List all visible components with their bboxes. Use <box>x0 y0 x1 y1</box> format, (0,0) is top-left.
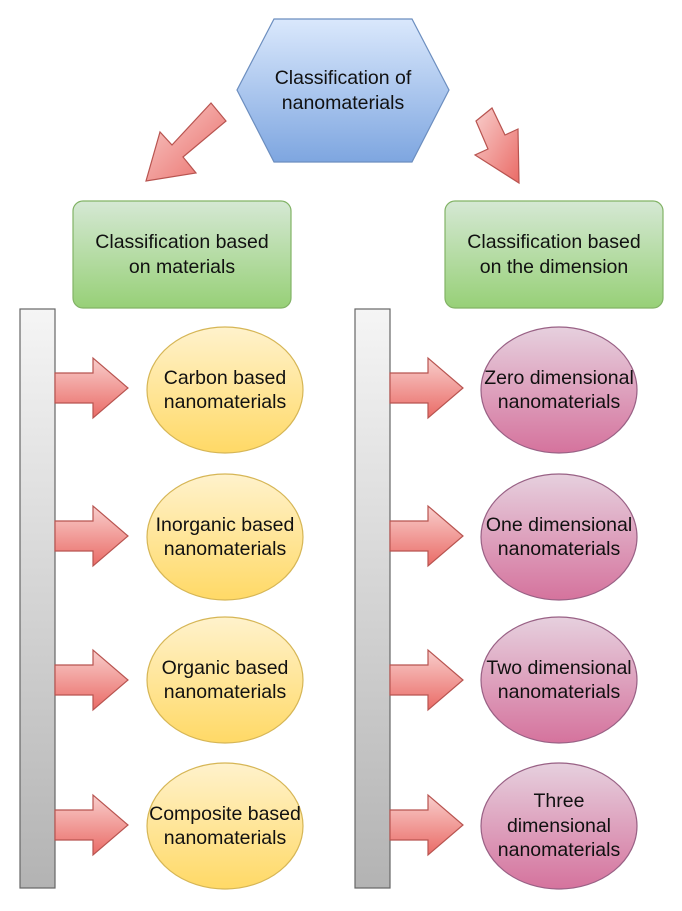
arrow-to-dimension <box>473 107 520 185</box>
item-label-line: Zero dimensional <box>484 366 634 389</box>
arrow-one <box>389 504 464 568</box>
item-label-line: Three <box>533 790 585 813</box>
item-label-line: nanomaterials <box>497 391 621 413</box>
item-label-line: Carbon based <box>163 366 287 389</box>
item-label-line: Two dimensional <box>486 656 632 679</box>
oval-three <box>480 762 638 890</box>
item-label-line: nanomaterials <box>163 391 287 413</box>
item-label-line: nanomaterials <box>163 538 287 560</box>
branch-title-dimension: Classification based on the dimension <box>445 201 663 308</box>
arrow-zero <box>389 356 464 420</box>
branch-title-line: on materials <box>128 255 236 278</box>
arrow-inorganic <box>54 504 129 568</box>
root-label-line: nanomaterials <box>281 91 405 114</box>
oval-carbon <box>146 326 304 454</box>
arrow-two <box>389 648 464 712</box>
branch-box-materials <box>72 200 292 309</box>
item-label-line: nanomaterials <box>163 681 287 703</box>
vertical-bar-dimension <box>354 308 391 889</box>
branch-title-materials: Classification based on materials <box>73 201 291 308</box>
oval-one <box>480 473 638 601</box>
item-label-line: Organic based <box>161 656 289 679</box>
item-label-line: nanomaterials <box>497 681 621 703</box>
root-label: Classification of nanomaterials <box>237 19 449 162</box>
arrow-carbon <box>54 356 129 420</box>
arrow-three <box>389 793 464 857</box>
root-hexagon <box>236 18 450 163</box>
dimension-items <box>389 326 638 890</box>
root-label-line: Classification of <box>274 67 412 90</box>
vertical-bar-materials <box>19 308 56 889</box>
item-label-line: Inorganic based <box>155 513 295 536</box>
oval-two <box>480 616 638 744</box>
materials-items <box>54 326 304 890</box>
oval-inorganic <box>146 473 304 601</box>
branch-title-line: Classification based <box>95 231 269 254</box>
item-label-line: nanomaterials <box>163 827 287 849</box>
branch-title-line: on the dimension <box>479 255 629 278</box>
arrow-organic <box>54 648 129 712</box>
arrow-composite <box>54 793 129 857</box>
item-label-line: dimensional <box>506 814 612 837</box>
branch-box-dimension <box>444 200 664 309</box>
item-label-line: nanomaterials <box>497 839 621 862</box>
item-label-line: nanomaterials <box>497 538 621 560</box>
arrow-to-materials <box>145 102 227 182</box>
item-label-line: One dimensional <box>485 513 633 536</box>
oval-organic <box>146 616 304 744</box>
oval-composite <box>146 762 304 890</box>
item-label-line: Composite based <box>149 802 301 825</box>
oval-zero <box>480 326 638 454</box>
branch-title-line: Classification based <box>467 231 641 254</box>
